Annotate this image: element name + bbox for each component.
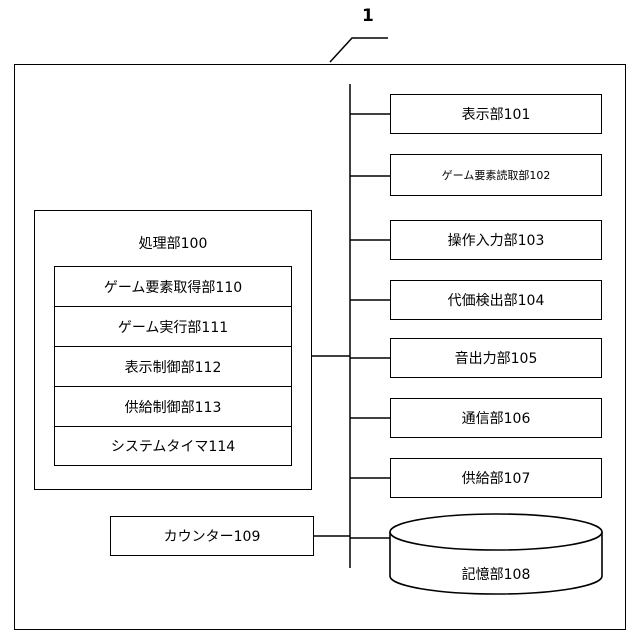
module-label: ゲーム要素取得部110 (104, 277, 242, 297)
unit-operation-input: 操作入力部103 (390, 220, 602, 260)
module-label: システムタイマ114 (111, 436, 235, 456)
module-game-element-acquisition: ゲーム要素取得部110 (55, 267, 291, 307)
device-reference-number: 1 (362, 6, 374, 26)
unit-counter: カウンター109 (110, 516, 314, 556)
unit-game-element-reader: ゲーム要素読取部102 (390, 154, 602, 196)
module-system-timer: システムタイマ114 (55, 427, 291, 465)
processing-module-stack: ゲーム要素取得部110 ゲーム実行部111 表示制御部112 供給制御部113 … (54, 266, 292, 466)
module-label: 供給制御部113 (125, 397, 222, 417)
module-display-control: 表示制御部112 (55, 347, 291, 387)
unit-sound-output: 音出力部105 (390, 338, 602, 378)
module-label: ゲーム実行部111 (118, 317, 228, 337)
processing-unit-title: 処理部100 (35, 233, 311, 253)
reference-leader-line (330, 38, 388, 62)
module-label: 表示制御部112 (125, 357, 222, 377)
unit-storage: 記憶部108 (390, 564, 602, 584)
unit-supply: 供給部107 (390, 458, 602, 498)
module-game-execution: ゲーム実行部111 (55, 307, 291, 347)
unit-communication: 通信部106 (390, 398, 602, 438)
module-supply-control: 供給制御部113 (55, 387, 291, 427)
unit-display: 表示部101 (390, 94, 602, 134)
unit-payment-detection: 代価検出部104 (390, 280, 602, 320)
